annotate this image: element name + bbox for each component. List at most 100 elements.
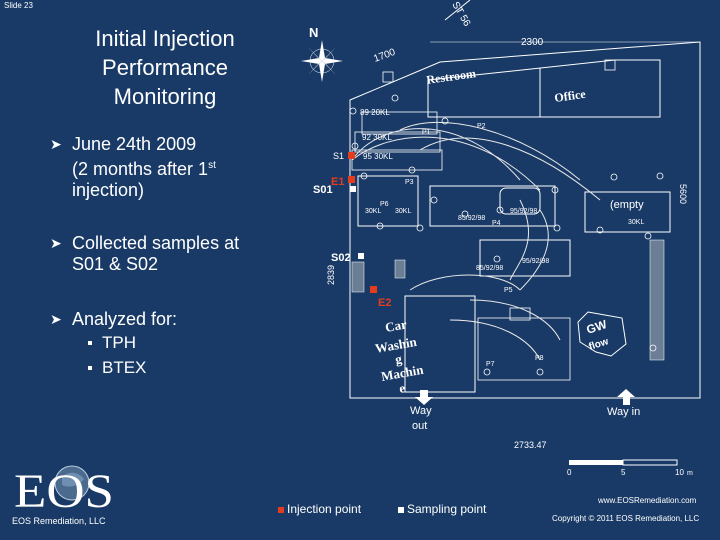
s1-label: S1 [333, 151, 344, 161]
bullet-2-line-2: S01 & S02 [72, 254, 159, 274]
title-line-1: Initial Injection [95, 26, 235, 51]
website-link[interactable]: www.EOSRemediation.com [598, 496, 697, 505]
pipe-label-p2: P2 [477, 123, 486, 130]
office-label: Office [553, 87, 587, 105]
e2-label: E2 [378, 297, 391, 309]
pipe-label-p1: P1 [422, 129, 431, 136]
scale-bar: 0 5 10 m [567, 459, 693, 477]
injection-point-s1 [348, 152, 355, 159]
sampling-point-s01 [350, 186, 356, 192]
hatched-strip [351, 261, 365, 293]
tank-label: 30KL [365, 208, 381, 215]
tank-labels: 89 20KL 92 30KL 95 30KL 30KL 30KL 85/92/… [360, 108, 644, 272]
bullet-2-line-1: Collected samples at [72, 233, 240, 253]
legend-sampling: Sampling point [398, 502, 486, 516]
arrowhead-bullet-icon: ➤ [50, 136, 62, 152]
gw-label: GW [585, 317, 610, 337]
sampling-point-s02 [358, 253, 364, 259]
way-out-label: Way [410, 405, 432, 417]
flow-label: flow [588, 336, 611, 353]
injection-point-e2 [370, 286, 377, 293]
title-line-2: Performance [102, 55, 228, 80]
s02-label: S02 [331, 252, 351, 264]
e1-label: E1 [331, 176, 344, 188]
scale-label-end: 10 [675, 468, 684, 477]
tank-label: 30KL [395, 208, 411, 215]
square-bullet-icon [88, 366, 92, 370]
ordinal-suffix: st [208, 160, 216, 171]
way-in-arrow-icon [617, 389, 635, 405]
pump-outline [499, 187, 541, 215]
tank-label: 89 20KL [360, 108, 390, 117]
bullet-3: ➤ Analyzed for: [50, 309, 280, 331]
site-map: P1 P2 P3 P4 P5 P6 P7 P8 S1 89 20KL 92 30… [301, 0, 701, 477]
car-wash-label: Car Washin g Machin e [374, 316, 425, 396]
sampling-point-swatch [398, 506, 404, 513]
svg-text:e: e [398, 380, 407, 396]
way-in-label: Way in [607, 406, 640, 418]
building-outline [427, 59, 661, 118]
legend-injection: Injection point [278, 502, 361, 516]
road-edge [444, 0, 471, 21]
dispenser-island [429, 185, 556, 227]
tank-outline [354, 131, 441, 153]
pipe-label-p8: P8 [535, 355, 544, 362]
injection-point-swatch [278, 506, 284, 513]
slide-number: Slide 23 [4, 1, 33, 10]
pipe-label-p4: P4 [492, 220, 501, 227]
svg-text:Washin: Washin [374, 334, 419, 356]
road-label-right: 5600 [678, 184, 688, 204]
square-bullet-icon [88, 341, 92, 345]
bullet-1: ➤ June 24th 2009 (2 months after 1st inj… [50, 134, 280, 200]
tank-label: 95 30KL [363, 152, 393, 161]
car-wash-bay [477, 317, 571, 381]
road-label-bottom: 2733.47 [514, 440, 547, 450]
title-line-3: Monitoring [113, 84, 217, 109]
road-label-left-vertical: 2839 [326, 265, 336, 285]
compass-rose-icon [301, 40, 343, 82]
bullet-2: ➤ Collected samples at S01 & S02 [50, 233, 280, 277]
tank-label: 92 30KL [362, 133, 392, 142]
company-name: EOS Remediation, LLC [12, 516, 106, 526]
arrowhead-bullet-icon: ➤ [50, 235, 62, 251]
monitoring-wells [349, 94, 664, 376]
pipe-label-p6: P6 [380, 201, 389, 208]
bullet-1-line-2: (2 months after 1st [72, 159, 216, 179]
groundwater-flow-arrow: GW flow [577, 311, 627, 357]
car-wash-building [404, 295, 476, 393]
north-label: N [309, 25, 318, 40]
tank-label: 85/92/98 [458, 215, 485, 222]
scale-label-zero: 0 [567, 468, 572, 477]
bullet-1-line-1: June 24th 2009 [72, 134, 197, 154]
pipe-labels: P1 P2 P3 P4 P5 P6 P7 P8 S1 [333, 123, 544, 368]
pipe-lines [351, 121, 601, 361]
building-labels: Restroom Office (empty [425, 66, 644, 211]
sub-bullet-btex: BTEX [88, 358, 188, 378]
road-label-left: 1700 [372, 47, 397, 65]
road-label-diagonal: ST 56 [449, 0, 472, 29]
bullet-3-line-1: Analyzed for: [72, 309, 178, 329]
tank-label-empty-tank: 30KL [628, 219, 644, 226]
dispenser-island [584, 191, 671, 233]
dispenser-island [479, 239, 571, 277]
tank-label: 95/92/98 [522, 258, 549, 265]
scale-unit: m [687, 470, 693, 477]
way-out-arrow-icon [415, 390, 433, 405]
dispenser-island [357, 175, 419, 227]
tank-outline [361, 111, 438, 135]
road-label-top: 2300 [521, 37, 544, 48]
s01-label: S01 [313, 184, 333, 196]
sub-bullet-tph: TPH [88, 333, 188, 353]
building-marker [382, 71, 394, 83]
tank-label: 95/92/98 [510, 208, 537, 215]
company-logo: EOS [14, 465, 114, 518]
svg-text:Machin: Machin [380, 362, 425, 384]
tank-label: 85/92/98 [476, 265, 503, 272]
way-out-label-2: out [412, 420, 427, 432]
hatched-strip [394, 259, 406, 279]
pipe-label-p5: P5 [504, 287, 513, 294]
building-marker [604, 59, 616, 71]
hatched-strip [649, 239, 665, 361]
site-boundary [349, 41, 701, 399]
pipe-label-p3: P3 [405, 179, 414, 186]
